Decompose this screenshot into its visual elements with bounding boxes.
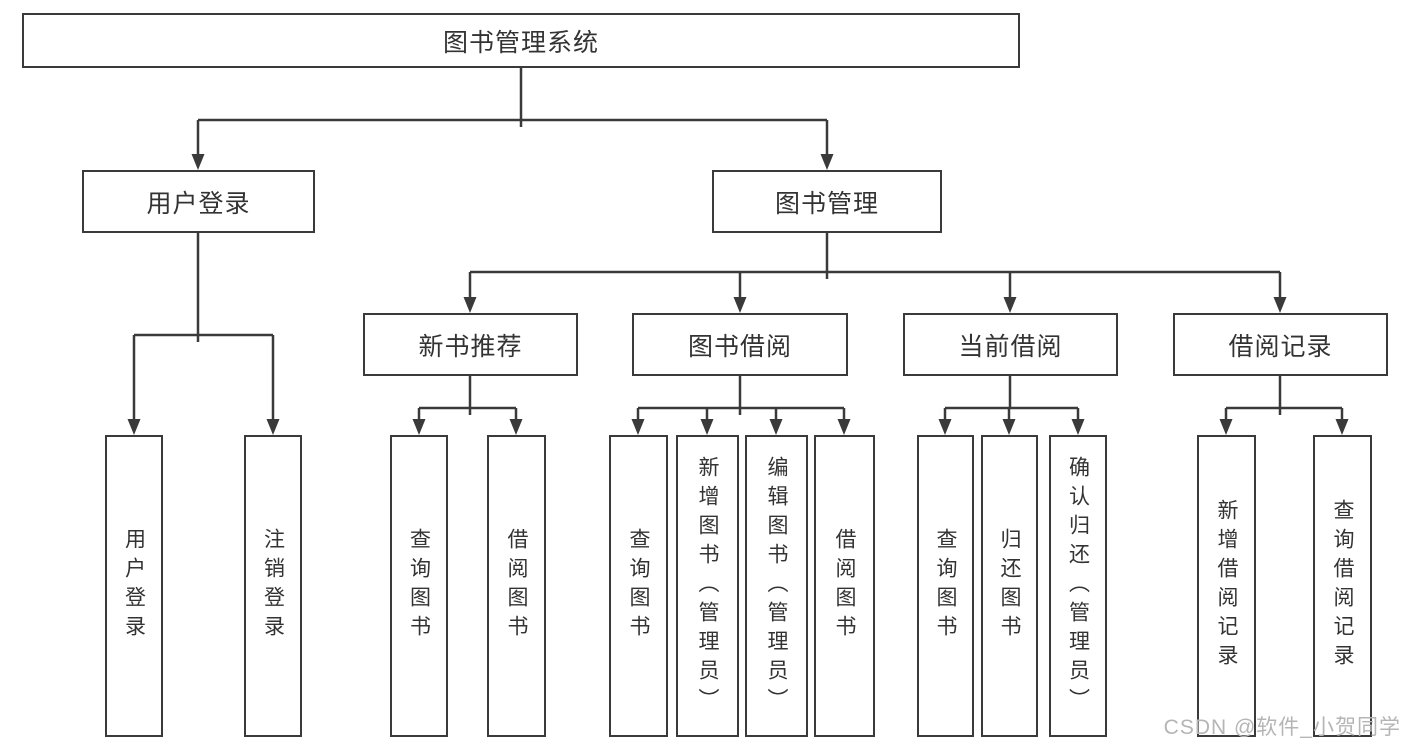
connector-current-children xyxy=(938,376,1085,435)
connector-new-books-children xyxy=(412,376,523,435)
node-label: 图书管理系统 xyxy=(442,28,599,57)
leaf-label: 新增图书（管理员） xyxy=(696,455,719,717)
leaf-label: 查询图书 xyxy=(407,528,431,644)
connector-root-to-level2 xyxy=(191,68,834,170)
leaf-user-login: 用户登录 xyxy=(105,435,163,737)
leaf-label: 新增借阅记录 xyxy=(1215,499,1238,673)
leaf-label: 编辑图书（管理员） xyxy=(765,455,788,717)
leaf-label: 查询借阅记录 xyxy=(1331,499,1354,673)
node-borrowing-records: 借阅记录 xyxy=(1173,313,1388,376)
node-book-management: 图书管理 xyxy=(712,170,942,233)
leaf-label: 借阅图书 xyxy=(833,528,856,644)
leaf-label: 用户登录 xyxy=(122,528,146,644)
connector-records-children xyxy=(1219,376,1349,435)
leaf-label: 查询图书 xyxy=(627,528,650,644)
leaf-query-borrow-record: 查询借阅记录 xyxy=(1313,435,1372,737)
leaf-query-books-borrowing: 查询图书 xyxy=(609,435,668,737)
node-label: 图书借阅 xyxy=(687,332,792,361)
node-new-book-recommendation: 新书推荐 xyxy=(363,313,578,376)
node-system-root: 图书管理系统 xyxy=(22,13,1020,68)
connector-borrowing-children xyxy=(631,376,851,435)
csdn-watermark: CSDN @软件_小贺同学 xyxy=(1163,716,1401,739)
leaf-borrow-books: 借阅图书 xyxy=(814,435,875,737)
leaf-edit-books-admin: 编辑图书（管理员） xyxy=(745,435,808,737)
node-label: 当前借阅 xyxy=(958,332,1063,361)
leaf-label: 确认归还（管理员） xyxy=(1066,455,1090,717)
node-current-borrowing: 当前借阅 xyxy=(903,313,1118,376)
node-label: 新书推荐 xyxy=(418,332,523,361)
node-book-borrowing: 图书借阅 xyxy=(632,313,848,376)
leaf-confirm-return-admin: 确认归还（管理员） xyxy=(1049,435,1107,737)
leaf-query-books-current: 查询图书 xyxy=(917,435,974,737)
leaf-add-books-admin: 新增图书（管理员） xyxy=(676,435,739,737)
node-label: 用户登录 xyxy=(146,189,251,218)
leaf-label: 查询图书 xyxy=(934,528,957,644)
leaf-add-borrow-record: 新增借阅记录 xyxy=(1197,435,1256,737)
node-user-login: 用户登录 xyxy=(82,170,315,233)
connector-book-mgmt-to-level3 xyxy=(463,233,1287,313)
leaf-return-books: 归还图书 xyxy=(981,435,1038,737)
connector-user-login-children xyxy=(127,233,280,435)
leaf-logout: 注销登录 xyxy=(244,435,302,737)
node-label: 图书管理 xyxy=(774,189,879,218)
node-label: 借阅记录 xyxy=(1228,332,1333,361)
leaf-borrow-books-recommend: 借阅图书 xyxy=(487,435,546,737)
leaf-label: 注销登录 xyxy=(261,528,285,644)
leaf-query-books-recommend: 查询图书 xyxy=(390,435,448,737)
leaf-label: 归还图书 xyxy=(998,528,1021,644)
leaf-label: 借阅图书 xyxy=(505,528,528,644)
